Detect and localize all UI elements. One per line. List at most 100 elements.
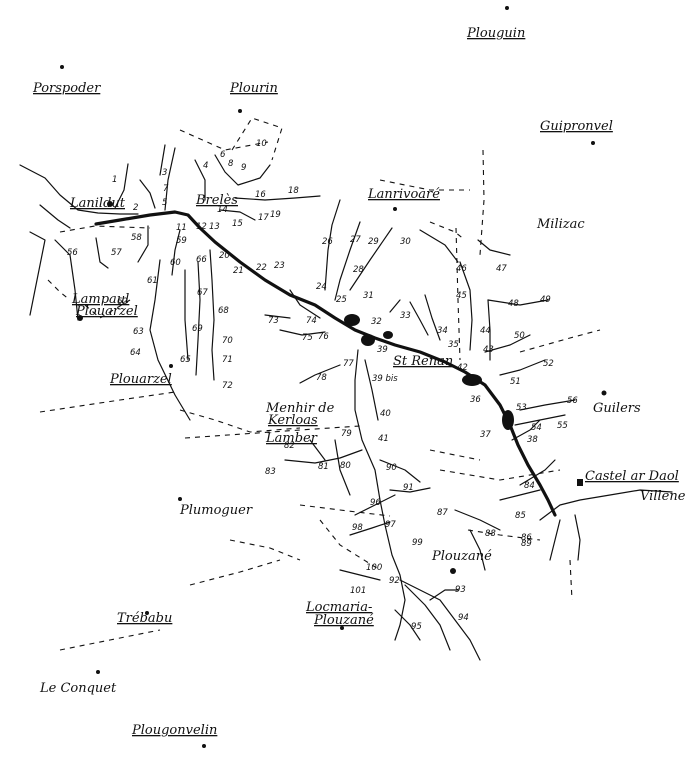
site-number: 17 [258,213,269,223]
place-plourin: Plourin [229,81,278,96]
site-number: 14 [217,205,228,215]
place-menhir-1: Menhir de [265,401,335,416]
site-number: 50 [514,331,525,341]
site-number: 91 [403,483,414,493]
site-number: 46 [456,264,467,274]
site-number: 74 [306,316,317,326]
site-number: 77 [343,359,354,369]
site-number: 3 [162,168,167,178]
site-number: 11 [176,223,187,233]
site-number: 65 [180,355,191,365]
site-number: 82 [284,441,295,451]
site-number: 60 [170,258,181,268]
site-number: 83 [265,467,276,477]
site-number: 58 [131,233,142,243]
place-locmaria-2: Plouzané [313,613,374,628]
place-menhir-2: Kerloas [267,413,318,428]
place-labels: Plouguin Porspoder Plourin Guipronvel La… [32,26,686,738]
place-brelles: Brelès [195,193,238,208]
site-number: 72 [222,381,233,391]
site-number: 100 [366,563,382,573]
site-number: 63 [133,327,144,337]
site-number: 93 [455,585,466,595]
site-number: 31 [363,291,374,301]
site-number: 7 [163,184,169,194]
site-number: 43 [483,345,494,355]
site-number: 45 [456,291,467,301]
main-river [94,210,557,517]
place-plouguin: Plouguin [466,26,525,41]
site-number: 95 [411,622,422,632]
site-number: 32 [371,317,382,327]
site-number: 71 [222,355,233,365]
place-le-conquet: Le Conquet [39,681,117,696]
place-guilers: Guilers [593,401,641,416]
place-plouzane: Plouzané [431,549,492,564]
site-number: 57 [111,248,122,258]
site-numbers: 1 2 3 4 5 6 7 8 9 10 11 12 13 14 15 16 1… [67,139,578,632]
site-number: 81 [318,462,329,472]
site-number: 59 [176,236,187,246]
site-number: 18 [288,186,299,196]
site-number: 29 [368,237,379,247]
site-number: 20 [219,251,230,261]
site-number: 79 [341,429,352,439]
site-number: 44 [480,326,491,336]
site-number: 76 [318,332,329,342]
place-guipronvel: Guipronvel [540,119,613,134]
rivers [19,144,673,661]
site-number: 55 [557,421,568,431]
site-number: 26 [322,237,333,247]
site-number: 86 [521,533,532,543]
site-number: 96 [370,498,381,508]
site-number: 23 [274,261,285,271]
site-number: 34 [437,326,448,336]
site-number: 87 [437,508,448,518]
place-st-renan: St Renan [393,354,453,369]
place-milizac: Milizac [536,217,585,232]
place-plouarzel: Plouarzel [109,372,172,387]
site-number: 21 [233,266,244,276]
site-number: 37 [480,430,491,440]
site-number: 40 [380,409,391,419]
site-number: 4 [203,161,208,171]
site-number: 12 [196,222,207,232]
site-number: 13 [209,222,220,232]
site-number: 36 [470,395,481,405]
site-number: 67 [197,288,208,298]
site-number: 85 [515,511,526,521]
place-trebabu: Trébabu [117,611,172,626]
place-lanildut: Lanildut [69,196,126,211]
site-number: 15 [232,219,243,229]
site-number: 78 [316,373,327,383]
site-number: 33 [400,311,411,321]
site-number: 35 [448,340,459,350]
site-number: 52 [543,359,554,369]
site-number: 99 [412,538,423,548]
site-number: 62 [117,297,128,307]
place-porspoder: Porspoder [32,81,101,96]
town-markers [60,6,607,748]
site-number: 56 [67,248,78,258]
site-number: 49 [540,295,551,305]
site-number: 22 [256,263,267,273]
site-number: 28 [353,265,364,275]
site-number: 68 [218,306,229,316]
site-number: 10 [256,139,267,149]
site-number: 8 [228,159,234,169]
site-number: 61 [147,276,158,286]
site-number: 2 [133,203,138,213]
site-number: 9 [241,163,246,173]
site-number: 39 bis [372,374,398,384]
site-number: 42 [457,363,468,373]
place-lampaul-1: Lampaul [71,292,129,307]
site-number: 24 [316,282,327,292]
site-number: 53 [516,403,527,413]
site-number: 75 [302,333,313,343]
site-number: 66 [196,255,207,265]
site-number: 25 [336,295,347,305]
site-number: 48 [508,299,519,309]
site-number: 94 [458,613,469,623]
site-number: 80 [340,461,351,471]
